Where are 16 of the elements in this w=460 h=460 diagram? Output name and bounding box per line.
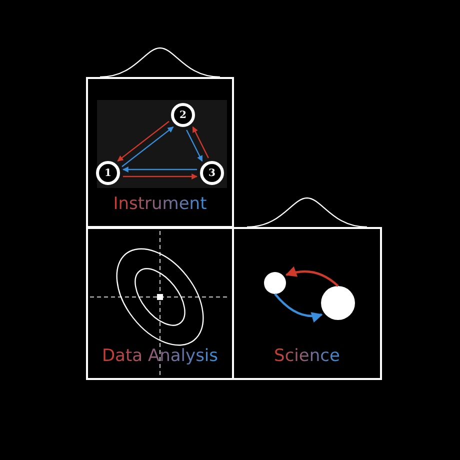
circle (321, 286, 355, 320)
arrow (123, 174, 198, 180)
node-number: 2 (180, 110, 186, 120)
arrow (192, 126, 209, 158)
node-number: 1 (104, 168, 112, 178)
arrow (117, 120, 170, 162)
arrow (122, 126, 174, 168)
panel (232, 227, 382, 380)
panel (86, 77, 234, 228)
arrow (186, 130, 203, 162)
panel-title: Data Analysis (102, 346, 218, 366)
arrow (274, 293, 323, 322)
node-number: 3 (208, 168, 216, 178)
circle (264, 272, 286, 294)
arrow (122, 166, 197, 172)
arrow (285, 266, 339, 287)
